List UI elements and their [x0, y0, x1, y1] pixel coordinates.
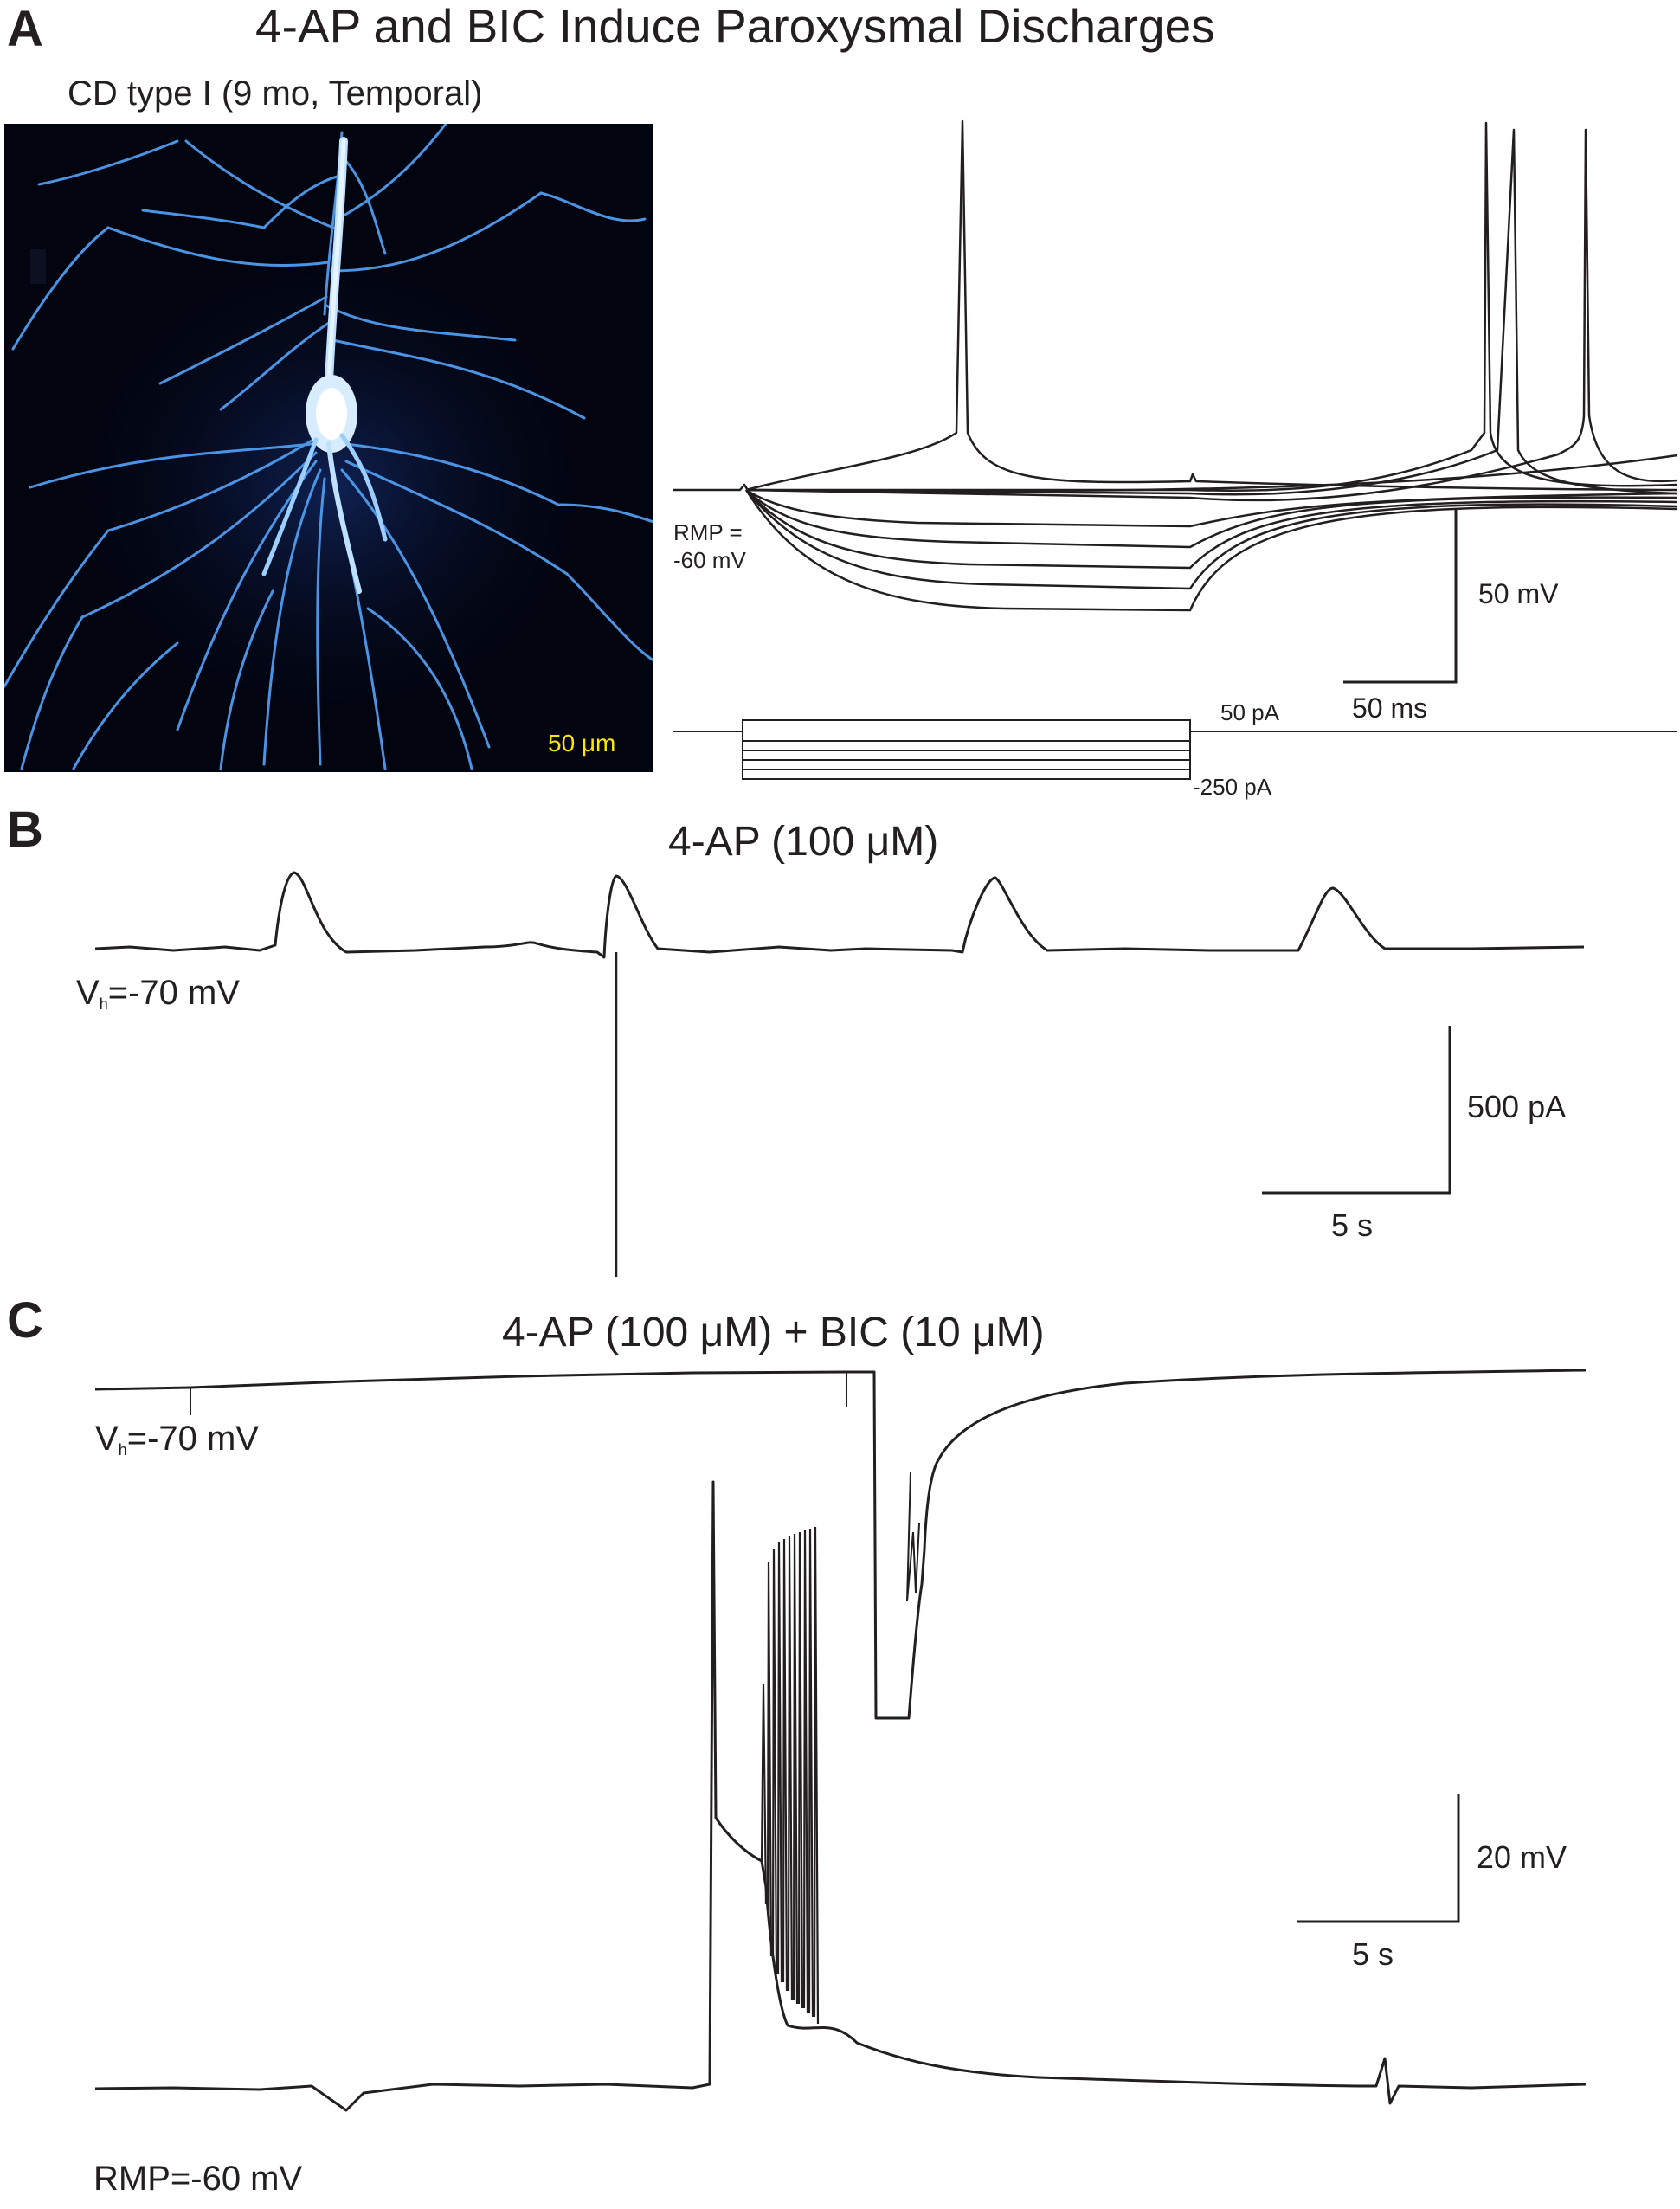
voltage-clamp-trace-c [94, 1369, 1587, 1720]
panel-b-holding-potential: Vh=-70 mV [76, 974, 240, 1013]
panel-b-scale-bar [1262, 1026, 1451, 1195]
panel-a-rmp-label-2: -60 mV [673, 547, 746, 573]
neuron-drawing [4, 124, 653, 770]
panel-a-scale-voltage: 50 mV [1478, 578, 1559, 609]
panel-b-scale-time: 5 s [1331, 1208, 1374, 1243]
panel-a-rmp-label-1: RMP = [673, 519, 743, 545]
panel-c-title: 4-AP (100 μM) + BIC (10 μM) [502, 1310, 1045, 1356]
panel-c-rmp-label: RMP=-60 mV [93, 2160, 303, 2198]
panel-b-title: 4-AP (100 μM) [668, 819, 939, 865]
current-clamp-trace-c [94, 1480, 1587, 2112]
step-bottom-label: -250 pA [1193, 774, 1272, 800]
panel-a-scale-time: 50 ms [1352, 692, 1428, 724]
step-top-label: 50 pA [1220, 699, 1279, 725]
neuron-micrograph [4, 124, 653, 772]
panel-a-scale-bar [1343, 509, 1458, 684]
panel-c-letter: C [7, 1292, 43, 1349]
panel-c-scale-time: 5 s [1352, 1936, 1394, 1972]
panel-b-scale-current: 500 pA [1467, 1089, 1567, 1124]
panel-a-letter: A [7, 1, 43, 57]
current-clamp-traces [673, 119, 1678, 612]
current-step-protocol [673, 719, 1677, 780]
micrograph-scale-label: 50 μm [548, 730, 616, 757]
figure-title: 4-AP and BIC Induce Paroxysmal Discharge… [255, 0, 1215, 53]
spike-burst [760, 1526, 820, 2025]
micrograph-caption: CD type I (9 mo, Temporal) [68, 74, 483, 113]
panel-c-scale-bar [1297, 1794, 1460, 1923]
panel-c-recovery-noise [906, 1471, 920, 1602]
panel-c-scale-voltage: 20 mV [1477, 1839, 1567, 1875]
voltage-clamp-trace-b [94, 871, 1585, 959]
panel-b-letter: B [7, 802, 43, 858]
panel-c-holding-potential: Vh=-70 mV [95, 1420, 259, 1459]
